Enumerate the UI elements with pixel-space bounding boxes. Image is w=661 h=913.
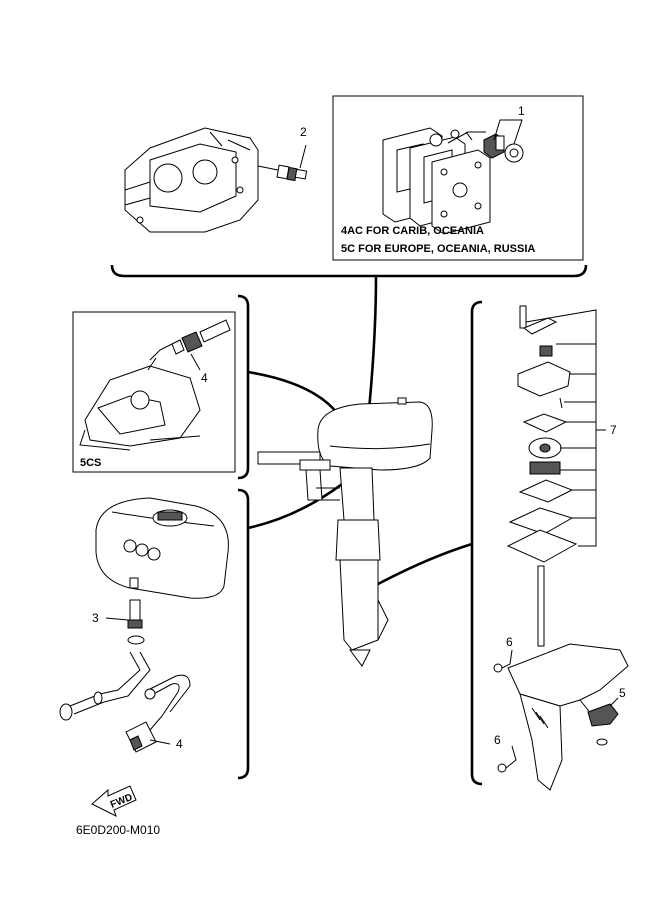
brace-left-lower bbox=[237, 488, 250, 780]
note-5c: 5C FOR EUROPE, OCEANIA, RUSSIA bbox=[341, 243, 535, 255]
outboard-motor-drawing bbox=[257, 397, 433, 667]
leader-5cs bbox=[247, 370, 344, 421]
inset-box-5cs bbox=[72, 311, 236, 473]
part-1-fitting bbox=[483, 119, 524, 163]
callout-6-upper: 6 bbox=[506, 635, 513, 649]
inset-box-4ac-5c: 1 4AC FOR CARIB, OCEANIA 5C FOR EUROPE, … bbox=[332, 95, 584, 261]
water-pump-drawing bbox=[506, 305, 606, 563]
callout-5: 5 bbox=[619, 686, 626, 700]
part-2-spark-plug bbox=[257, 144, 308, 182]
part-5-anode bbox=[587, 697, 619, 746]
note-4ac: 4AC FOR CARIB, OCEANIA bbox=[341, 225, 484, 237]
fwd-arrow-icon: FWD bbox=[91, 785, 137, 817]
callout-3: 3 bbox=[92, 611, 99, 625]
intake-assembly-drawing bbox=[382, 127, 491, 235]
callout-6-lower: 6 bbox=[494, 733, 501, 747]
note-5cs: 5CS bbox=[80, 457, 101, 469]
brace-top bbox=[110, 264, 588, 278]
brace-left-upper bbox=[237, 294, 250, 480]
callout-4-inset: 4 bbox=[201, 371, 208, 385]
part-4-connector bbox=[125, 721, 171, 753]
lower-unit-drawing bbox=[507, 565, 629, 791]
brace-right bbox=[470, 300, 483, 786]
callout-1: 1 bbox=[518, 104, 525, 118]
fuel-tank-drawing bbox=[95, 497, 229, 599]
fuel-hose-drawing bbox=[59, 635, 191, 731]
part-6-bolt-upper bbox=[493, 649, 513, 673]
leader-top bbox=[366, 275, 378, 421]
part-6-bolt-lower bbox=[497, 745, 517, 773]
callout-7: 7 bbox=[610, 423, 617, 437]
callout-2: 2 bbox=[300, 125, 307, 139]
drawing-code: 6E0D200-M010 bbox=[76, 823, 160, 837]
power-head-drawing bbox=[124, 127, 259, 233]
part-3-fitting bbox=[105, 599, 143, 629]
callout-4-tank: 4 bbox=[176, 737, 183, 751]
